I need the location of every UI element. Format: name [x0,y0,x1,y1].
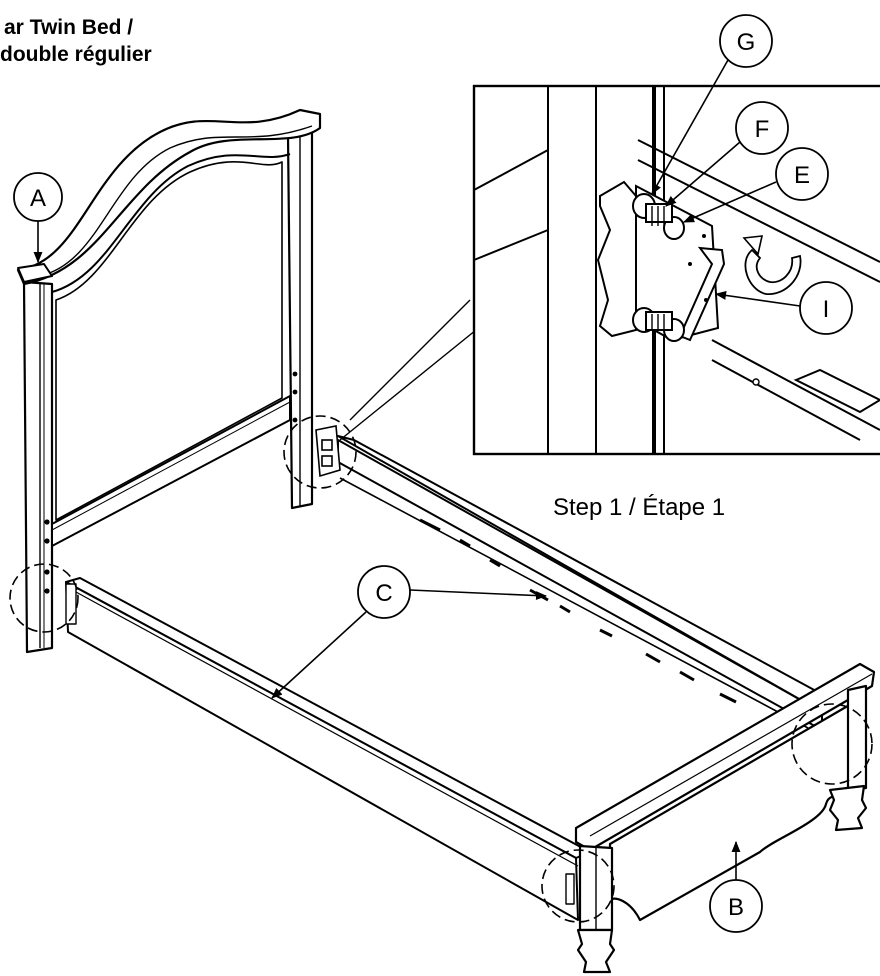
title-line-1: ar Twin Bed / [4,16,134,39]
callout-I-label: I [823,296,830,323]
side-rail-front [65,577,591,921]
footboard-right-foot [828,784,868,832]
connection-circles [9,415,873,923]
footboard-top-rail [574,662,876,852]
footboard [574,662,876,974]
callout-B: B [709,840,763,933]
title-line-2: double régulier [0,43,152,66]
rotation-arrow [744,248,802,295]
callout-F: F [665,101,789,207]
callout-E: E [682,147,829,223]
diagram-title: ar Twin Bed / double régulier [0,14,152,68]
callout-A: A [13,172,63,264]
headboard [16,108,322,654]
callout-I: I [714,281,853,335]
headboard-arched-top-rail [16,108,322,286]
callout-A-label: A [30,185,46,212]
bracket-head [315,425,341,478]
headboard-left-post [22,280,54,654]
callout-B-label: B [728,894,744,921]
zoom-line-top [349,299,471,421]
callout-C-label: C [375,580,392,607]
footboard-left-foot [576,928,616,974]
callout-G: G [651,14,773,195]
side-rail-back [337,435,841,731]
post-bolt-holes [44,371,298,594]
callout-F-label: F [755,116,770,143]
callout-C: C [271,565,548,699]
callout-E-label: E [794,162,810,189]
zoom-line-bottom [339,329,477,441]
callout-G-label: G [737,29,756,56]
rail-slat-marks [419,518,737,704]
detail-inset [472,84,880,456]
step-label: Step 1 / Étape 1 [553,494,726,521]
